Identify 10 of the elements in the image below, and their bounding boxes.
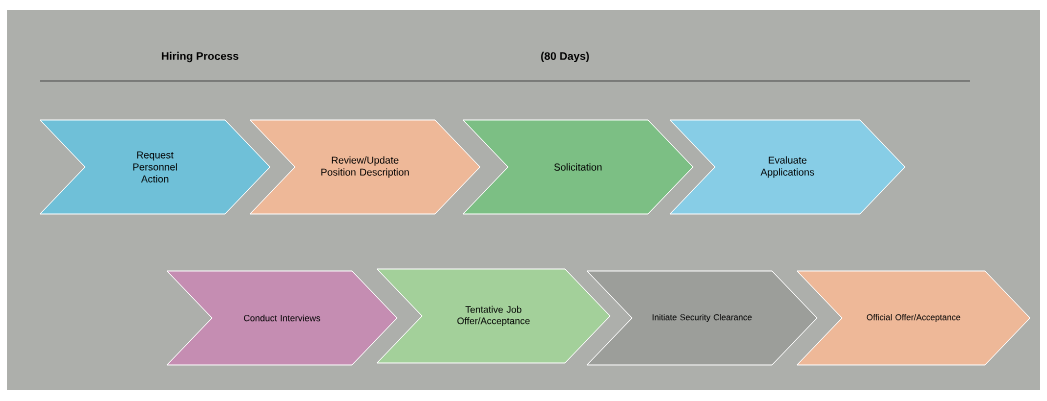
chevron-step: Request Personnel Action — [39, 119, 271, 215]
chevron-step: Review/Update Position Description — [249, 119, 481, 215]
chevron-step: Initiate Security Clearance — [586, 270, 818, 366]
chevron-step: Official Offer/Acceptance — [796, 270, 1031, 366]
title: Hiring Process — [161, 51, 239, 63]
chevron-step: Conduct Interviews — [166, 270, 398, 366]
duration-label: (80 Days) — [541, 51, 589, 63]
chevron-step: Solicitation — [462, 119, 694, 215]
chevron-step: Tentative Job Offer/Acceptance — [376, 268, 611, 364]
chevron-step: Evaluate Applications — [669, 119, 906, 215]
